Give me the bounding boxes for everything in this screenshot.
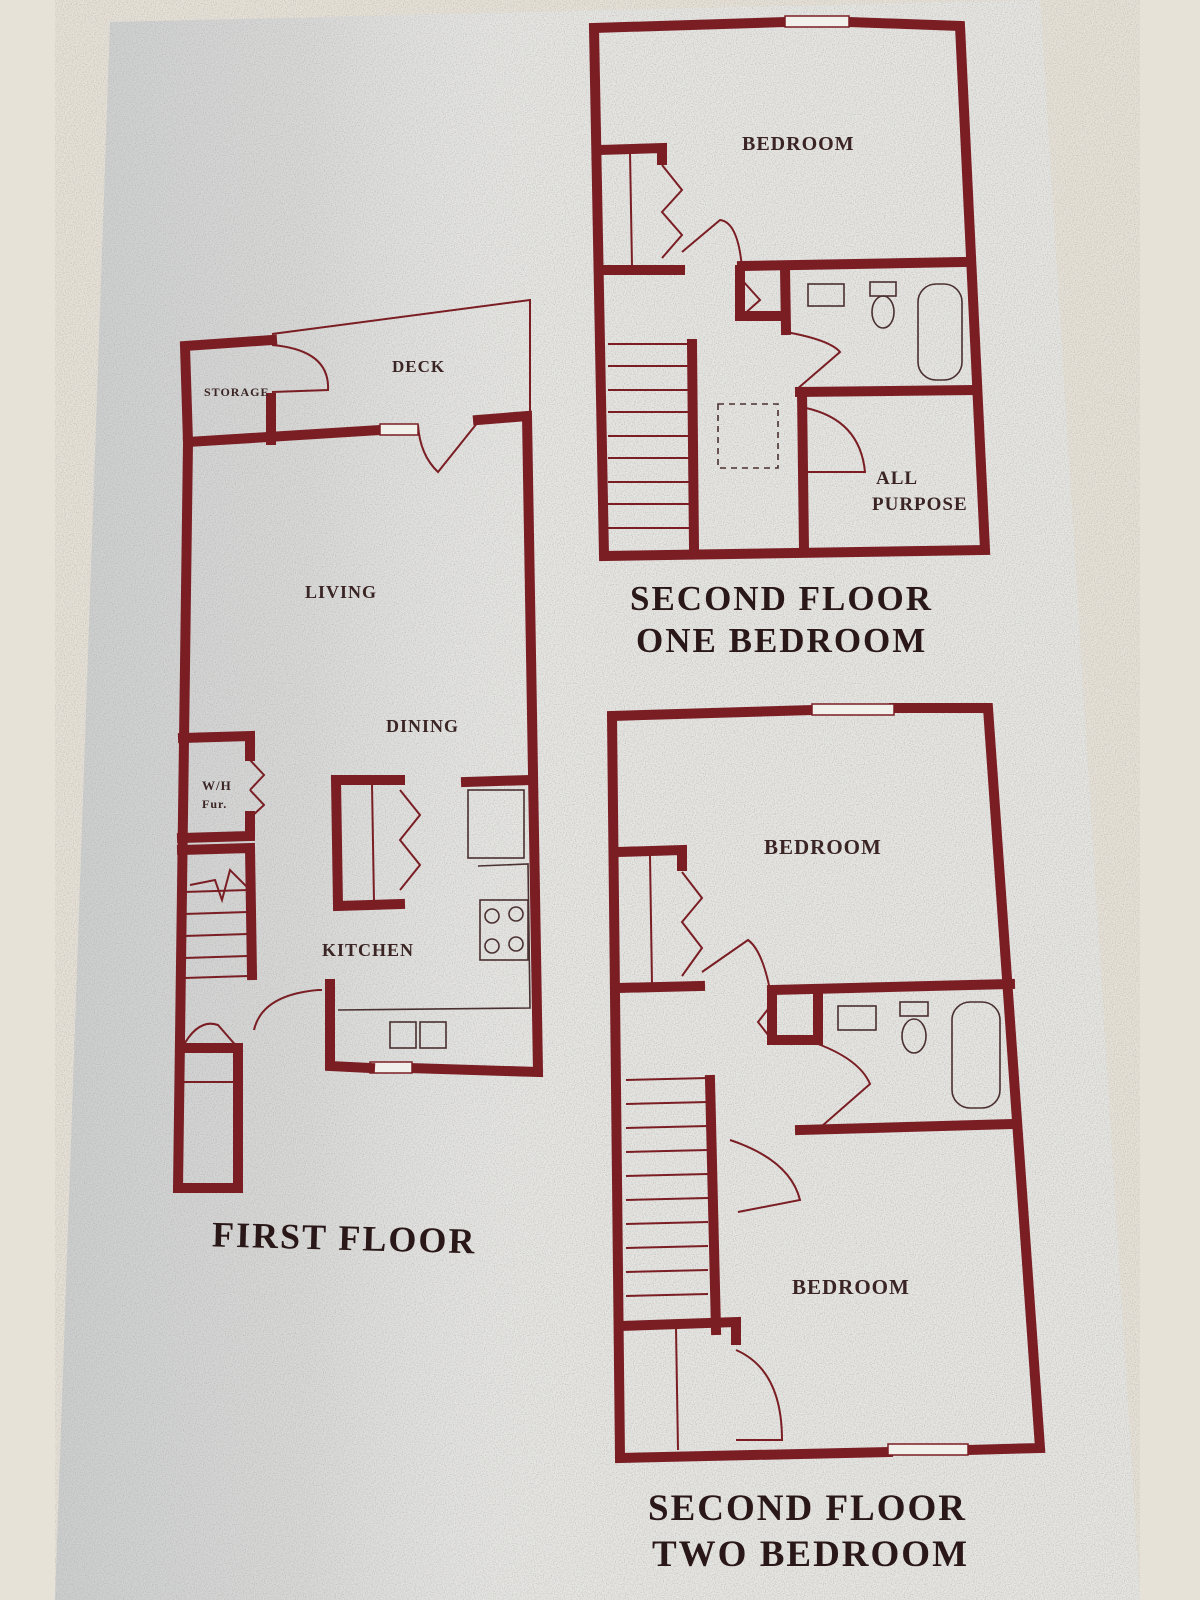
storage-door — [271, 344, 330, 393]
one-bed-attic-hatch — [717, 403, 779, 469]
pantry-walls — [330, 775, 406, 912]
one-bed-closet-walls — [594, 142, 667, 165]
one-bed-stair-wall — [686, 338, 700, 554]
kitchen-counter — [337, 863, 531, 1011]
pantry-shelf — [371, 783, 375, 903]
two-bed-vanity — [837, 1005, 877, 1031]
stove — [479, 899, 529, 961]
living-north-window — [379, 423, 419, 436]
furnace-closet-door — [249, 759, 266, 819]
one-bed-bedroom-door — [681, 218, 743, 269]
one-bed-closet-door — [660, 164, 684, 259]
one-bed-toilet — [869, 281, 897, 329]
kitchen-sink — [389, 1021, 447, 1049]
one-bed-stairs — [608, 343, 690, 529]
kitchen-south-window — [369, 1061, 413, 1074]
two-bed-top-bedroom-door — [701, 938, 771, 991]
first-floor-title: FIRST FLOOR — [212, 1214, 477, 1261]
two-bed-bath-south-wall — [794, 1118, 1018, 1136]
furnace-closet-walls — [177, 730, 255, 761]
two-bed-south-window — [887, 1443, 969, 1456]
deck-label: DECK — [392, 357, 445, 376]
closet-door — [181, 1022, 239, 1049]
first-floor-plan: STORAGE DECK LIVING DINING W/H Fur. KITC… — [172, 298, 544, 1261]
two-bed-top-bedroom-south — [612, 980, 706, 994]
living-north-wall — [182, 424, 386, 448]
furnace-closet-bottom — [176, 811, 255, 844]
dining-label: DINING — [386, 716, 459, 736]
living-north-wall-right — [404, 410, 544, 1078]
two-bed-bottom-bedroom-door — [729, 1139, 802, 1213]
all-purpose-label-line2: PURPOSE — [872, 494, 968, 515]
all-purpose-label-line1: ALL — [876, 468, 918, 489]
living-label: LIVING — [305, 582, 377, 602]
two-bed-title-line1: SECOND FLOOR — [648, 1488, 967, 1529]
first-floor-west-wall — [325, 979, 376, 1074]
one-bed-bedroom-south-wall-2 — [736, 256, 970, 272]
two-bed-title-line2: TWO BEDROOM — [652, 1534, 969, 1575]
one-bed-all-purpose-door — [805, 407, 867, 473]
furnace-label-line2: Fur. — [202, 797, 227, 811]
second-floor-two-bedroom-plan: BEDROOM BEDROOM SECOND FLOOR TWO BEDROOM — [606, 703, 1046, 1575]
two-bed-bathtub — [951, 1001, 1001, 1109]
one-bed-bathtub — [917, 283, 963, 381]
two-bed-bottom-bedroom-label: BEDROOM — [792, 1275, 910, 1299]
two-bed-bottom-closet — [614, 1316, 741, 1345]
two-bed-bath-door — [817, 1043, 872, 1127]
one-bed-vanity — [807, 283, 845, 307]
entry-door — [253, 989, 322, 1031]
refrigerator-wall — [460, 774, 536, 788]
stair-enclosure — [176, 842, 258, 981]
one-bed-all-purpose-wall — [796, 386, 810, 556]
kitchen-label: KITCHEN — [322, 940, 414, 960]
first-floor-outer-west — [172, 436, 243, 1193]
one-bed-title-line2: ONE BEDROOM — [636, 621, 927, 660]
two-bed-top-closet-shelf — [649, 855, 653, 985]
two-bed-toilet — [899, 1001, 929, 1054]
storage-label: STORAGE — [204, 385, 269, 399]
two-bed-top-bedroom-label: BEDROOM — [764, 835, 882, 859]
two-bed-north-window — [811, 703, 895, 716]
one-bed-outer-wall — [588, 16, 991, 562]
one-bed-bath-door — [785, 331, 842, 391]
storage-walls — [179, 334, 278, 448]
second-floor-one-bedroom-plan: BEDROOM ALL PURPOSE SECOND FLOOR ONE BED… — [588, 15, 991, 660]
two-bed-bottom-closet-door — [735, 1349, 784, 1441]
one-bed-north-window — [784, 15, 850, 28]
two-bed-top-closet-door — [680, 871, 704, 977]
one-bed-title-line1: SECOND FLOOR — [630, 579, 933, 618]
two-bed-linen-wall — [767, 989, 823, 1045]
two-bed-linen-door — [756, 1003, 773, 1041]
two-bed-outer-wall — [606, 704, 894, 1464]
pantry-door — [398, 789, 422, 891]
one-bed-linen-door — [741, 279, 762, 317]
two-bed-bottom-closet-shelf — [675, 1327, 679, 1451]
one-bed-closet-shelf — [629, 151, 633, 267]
deck-outline — [271, 298, 531, 412]
two-bed-outer-wall-right — [889, 703, 1046, 1456]
two-bed-stairs — [625, 1077, 709, 1297]
furnace-label-line1: W/H — [202, 778, 232, 793]
refrigerator — [467, 789, 525, 859]
one-bed-bath-south-wall — [794, 384, 976, 398]
one-bed-bedroom-label: BEDROOM — [742, 133, 855, 155]
two-bed-top-bedroom-south-2 — [766, 978, 1016, 996]
two-bed-stair-wall — [704, 1074, 722, 1336]
one-bed-linen-wall — [735, 265, 790, 321]
first-floor-stairs — [183, 868, 256, 979]
two-bed-top-closet — [612, 844, 687, 871]
